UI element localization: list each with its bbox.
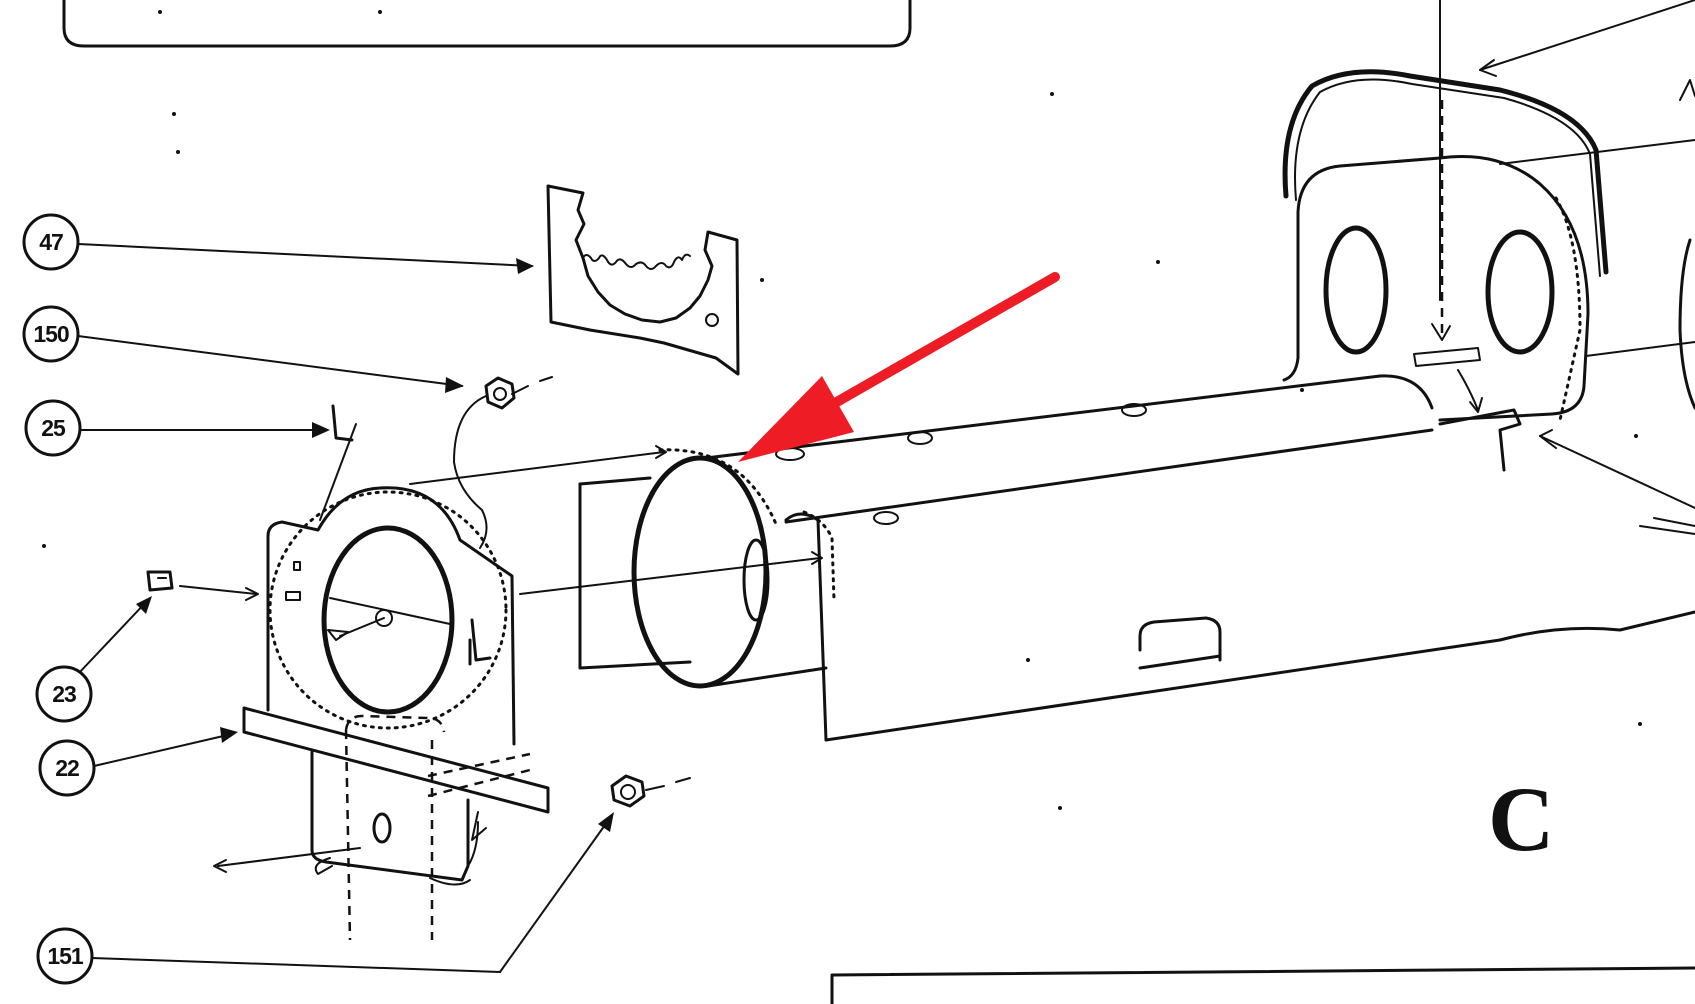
callout-22-label: 22 — [55, 755, 79, 781]
smokebox-front-plate — [242, 486, 550, 941]
highlight-arrow-head — [738, 376, 854, 462]
leader-151-arrowhead — [598, 812, 614, 832]
leader-23-arrowhead — [136, 596, 152, 614]
leader-22-arrowhead — [220, 727, 238, 743]
leader-23 — [77, 599, 149, 675]
highlight-arrow — [738, 272, 1060, 462]
leader-25-arrowhead — [312, 422, 330, 438]
callout-151: 151 — [36, 812, 614, 985]
leader-lines — [179, 445, 823, 873]
part-25-bracket — [319, 404, 357, 521]
callout-23-label: 23 — [52, 681, 76, 707]
leader-47 — [77, 243, 533, 267]
cab-assembly — [1282, 0, 1695, 535]
leader-150-arrowhead — [445, 377, 464, 393]
leader-47-arrowhead — [516, 258, 534, 274]
callout-22: 22 — [38, 727, 238, 797]
scan-specks — [42, 10, 1642, 810]
callout-151-label: 151 — [47, 943, 84, 969]
callout-150-label: 150 — [33, 321, 69, 347]
boiler-body — [578, 374, 1695, 742]
top-panel-frame — [62, 0, 912, 48]
part-23-tab — [146, 570, 174, 592]
callout-150: 150 — [22, 305, 464, 393]
leader-22 — [93, 733, 233, 767]
callout-47-label: 47 — [39, 229, 63, 255]
part-150-nut — [453, 376, 553, 549]
leader-151 — [91, 957, 501, 973]
callout-23: 23 — [35, 596, 152, 723]
leader-150 — [77, 335, 463, 387]
callout-25-label: 25 — [41, 415, 66, 441]
callout-47: 47 — [22, 213, 534, 274]
section-label: C — [1488, 768, 1554, 870]
part-47-plate — [546, 184, 740, 376]
highlight-arrow-shaft — [830, 272, 1060, 408]
callout-25: 25 — [24, 399, 330, 457]
bottom-panel-frame — [830, 966, 1695, 1004]
leader-151-branch — [499, 817, 611, 973]
part-151-nut — [610, 774, 691, 808]
